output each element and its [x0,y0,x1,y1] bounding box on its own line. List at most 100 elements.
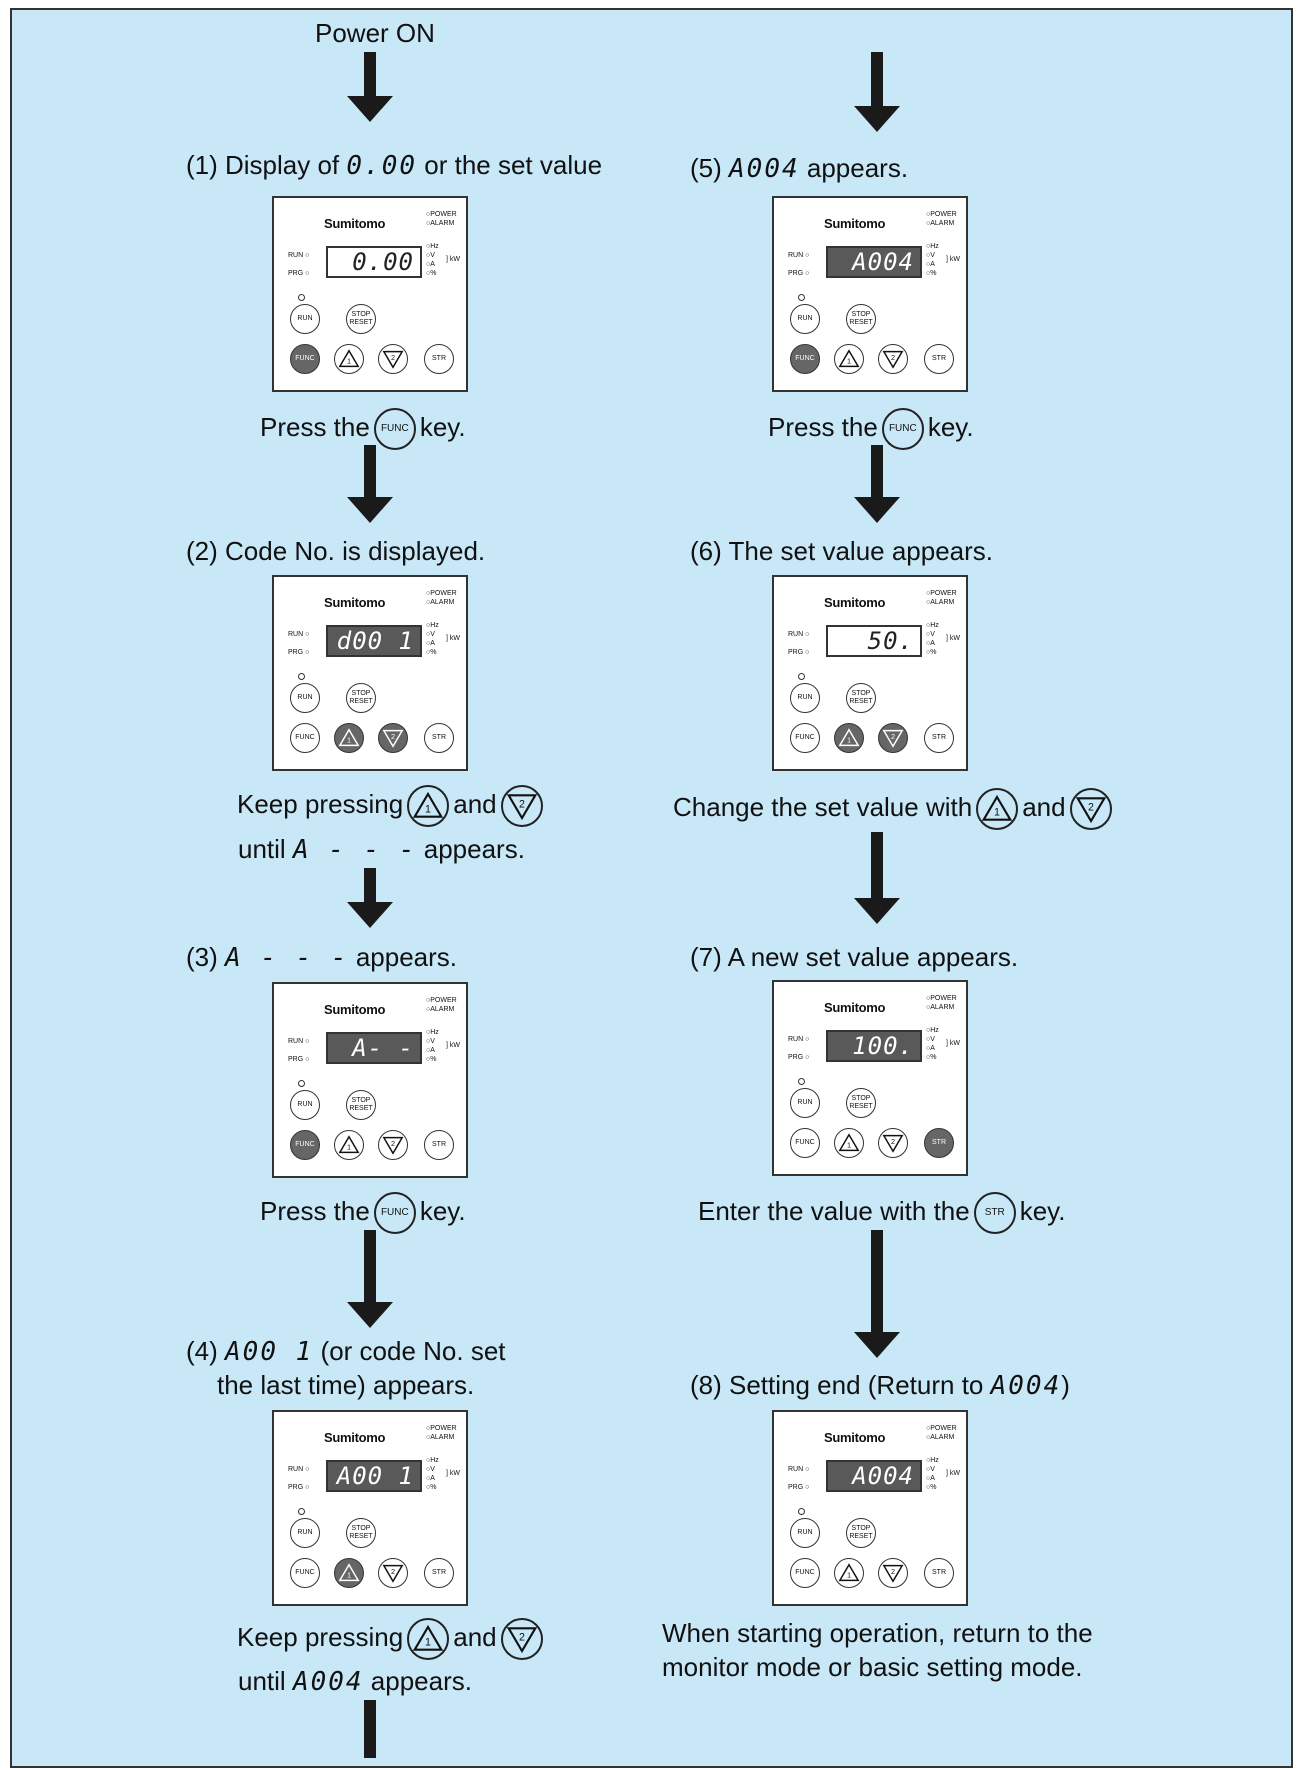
stop-reset-key[interactable]: STOP RESET [346,1090,376,1120]
step8-caption: (8) Setting end (Return to A004) [690,1370,1070,1401]
func-key[interactable]: FUNC [790,1128,820,1158]
up-key[interactable]: 1 [334,723,364,753]
unit-led-label: ○% [426,1056,437,1063]
stop-reset-key[interactable]: STOP RESET [846,683,876,713]
down-key[interactable]: 2 [878,723,908,753]
up-key[interactable]: 1 [834,1558,864,1588]
stop-reset-key[interactable]: STOP RESET [846,1518,876,1548]
unit-led-label: ○Hz [426,1029,439,1036]
svg-text:1: 1 [847,1141,851,1150]
kw-label: ] kW [446,1042,460,1049]
unit-leds: ○Hz○V○A○% [426,621,439,657]
alarm-led-label: ○ALARM [426,1006,455,1013]
svg-text:2: 2 [519,1631,525,1643]
brand-logo: Sumitomo [324,595,386,610]
unit-led-label: ○A [426,1047,435,1054]
down-key[interactable]: 2 [878,1558,908,1588]
power-alarm-leds: ○POWER○ALARM [926,994,957,1012]
unit-led-label: ○A [926,640,935,647]
indicator-dot [298,1080,305,1087]
func-key[interactable]: FUNC [290,723,320,753]
seven-seg-display: d00 1 [326,625,422,657]
str-key[interactable]: STR [924,344,954,374]
str-key[interactable]: STR [424,344,454,374]
str-key[interactable]: STR [424,723,454,753]
up-key-icon: 1 [976,788,1019,830]
func-key[interactable]: FUNC [790,344,820,374]
func-key[interactable]: FUNC [790,723,820,753]
unit-led-label: ○% [926,1054,937,1061]
up-key[interactable]: 1 [834,1128,864,1158]
unit-led-label: ○Hz [426,1457,439,1464]
func-key[interactable]: FUNC [290,344,320,374]
func-key[interactable]: FUNC [790,1558,820,1588]
stop-reset-key[interactable]: STOP RESET [346,304,376,334]
flow-arrow [854,1230,900,1358]
brand-logo: Sumitomo [824,216,886,231]
unit-leds: ○Hz○V○A○% [926,621,939,657]
down-key[interactable]: 2 [378,723,408,753]
svg-text:2: 2 [891,353,895,362]
down-key[interactable]: 2 [878,1128,908,1158]
str-key[interactable]: STR [424,1130,454,1160]
down-key[interactable]: 2 [378,344,408,374]
svg-text:1: 1 [847,357,851,366]
str-key[interactable]: STR [924,1558,954,1588]
func-key[interactable]: FUNC [290,1558,320,1588]
run-key[interactable]: RUN [290,1090,320,1120]
up-key[interactable]: 1 [334,344,364,374]
run-key[interactable]: RUN [790,1088,820,1118]
prg-led-label: PRG ○ [788,649,810,656]
down-key[interactable]: 2 [378,1130,408,1160]
run-key[interactable]: RUN [290,304,320,334]
kw-label: ] kW [946,635,960,642]
power-led-label: ○POWER [426,211,457,218]
unit-led-label: ○Hz [926,1027,939,1034]
run-led-label: RUN ○ [288,631,310,638]
run-key[interactable]: RUN [790,1518,820,1548]
svg-text:1: 1 [425,1637,431,1649]
unit-led-label: ○A [926,1045,935,1052]
power-alarm-leds: ○POWER○ALARM [426,589,457,607]
down-key[interactable]: 2 [378,1558,408,1588]
up-key[interactable]: 1 [334,1130,364,1160]
unit-leds: ○Hz○V○A○% [426,1456,439,1492]
up-key[interactable]: 1 [834,344,864,374]
unit-led-label: ○Hz [426,622,439,629]
stop-reset-key[interactable]: STOP RESET [346,1518,376,1548]
str-key[interactable]: STR [924,1128,954,1158]
run-key[interactable]: RUN [790,304,820,334]
power-alarm-leds: ○POWER○ALARM [926,589,957,607]
str-key[interactable]: STR [424,1558,454,1588]
unit-led-label: ○A [926,261,935,268]
up-key[interactable]: 1 [834,723,864,753]
str-key[interactable]: STR [924,723,954,753]
power-alarm-leds: ○POWER○ALARM [926,1424,957,1442]
up-key[interactable]: 1 [334,1558,364,1588]
run-key[interactable]: RUN [290,1518,320,1548]
run-key[interactable]: RUN [790,683,820,713]
seven-seg-display: A004 [826,246,922,278]
func-key[interactable]: FUNC [290,1130,320,1160]
unit-led-label: ○% [926,649,937,656]
stop-reset-key[interactable]: STOP RESET [846,1088,876,1118]
svg-text:2: 2 [891,732,895,741]
unit-led-label: ○Hz [926,622,939,629]
unit-led-label: ○A [426,640,435,647]
svg-text:1: 1 [847,1571,851,1580]
stop-reset-key[interactable]: STOP RESET [346,683,376,713]
stop-reset-key[interactable]: STOP RESET [846,304,876,334]
flow-arrow [347,445,393,523]
run-key[interactable]: RUN [290,683,320,713]
until-instruction-1: until A - - - appears. [238,834,525,865]
seven-seg-display: A00 1 [326,1460,422,1492]
power-alarm-leds: ○POWER○ALARM [426,1424,457,1442]
indicator-dot [298,1508,305,1515]
down-key[interactable]: 2 [878,344,908,374]
step2-caption: (2) Code No. is displayed. [186,536,486,566]
